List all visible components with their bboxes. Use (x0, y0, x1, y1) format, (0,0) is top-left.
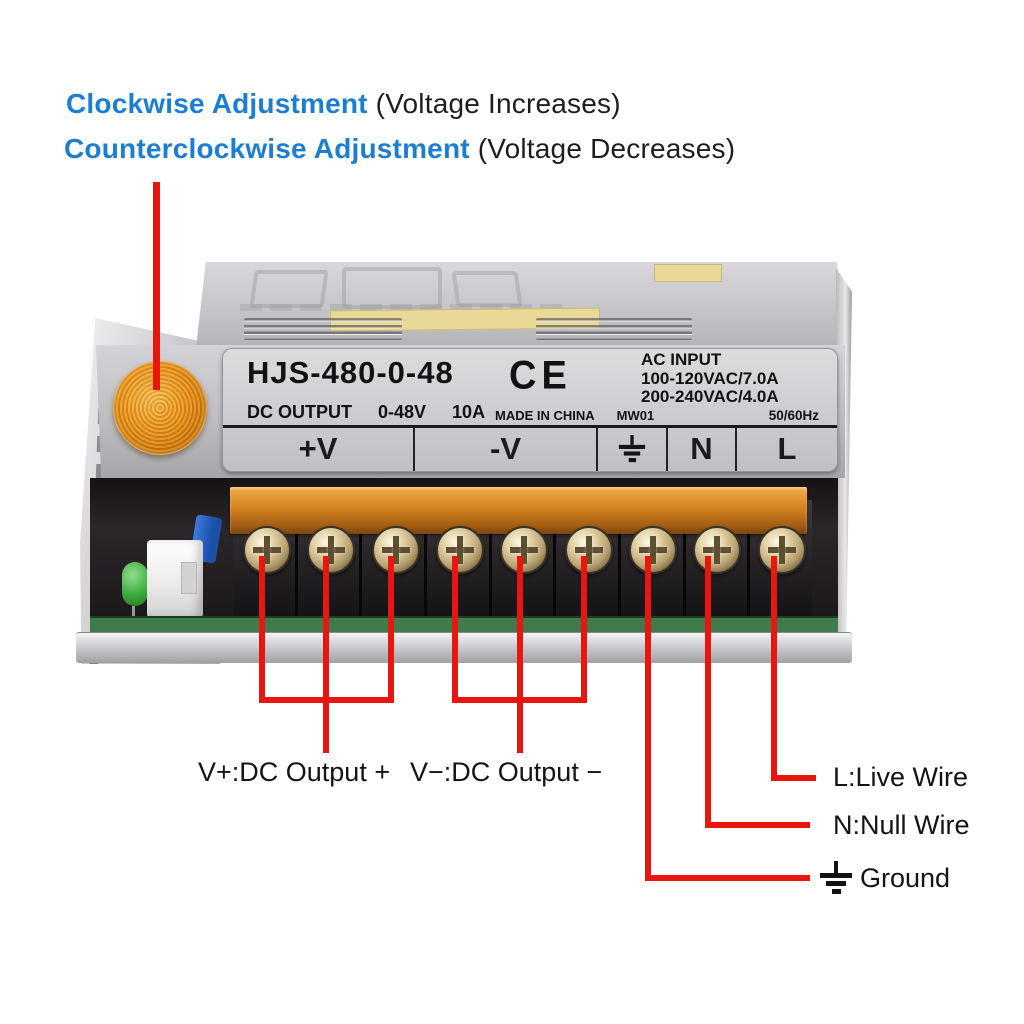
counterclockwise-note: (Voltage Decreases) (469, 133, 736, 164)
model-number: HJS-480-0-48 (247, 355, 454, 390)
terminal-screw-4 (436, 526, 484, 574)
nameplate: HJS-480-0-48 DC OUTPUT 0-48V 10A MADE IN C… (222, 348, 838, 472)
null-wire-callout: N:Null Wire (833, 810, 970, 840)
pointer-line-terminal-1 (259, 556, 265, 703)
pointer-line-live (771, 556, 777, 781)
embossed-logo-shape (249, 270, 329, 308)
terminal-screw-6 (565, 526, 613, 574)
ground-horizontal-line (645, 875, 810, 881)
vent-slots-left (244, 318, 402, 340)
white-connector (147, 540, 203, 618)
terminal-screw-9 (758, 526, 806, 574)
terminal-label-ground (596, 427, 666, 471)
vplus-text: +V (298, 431, 338, 467)
terminal-label-live: L (735, 427, 837, 471)
terminal-label-vplus: +V (223, 428, 413, 472)
pointer-line-terminal-6 (581, 556, 587, 703)
top-corner-sticker (654, 264, 722, 282)
vent-slots-right (536, 318, 692, 340)
vminus-callout: V−:DC Output − (410, 757, 603, 787)
ac-input-line1: 100-120VAC/7.0A (641, 368, 779, 388)
null-horizontal-line (705, 822, 810, 828)
dc-output-label: DC OUTPUT (247, 402, 352, 422)
terminal-screw-1 (243, 526, 291, 574)
pointer-line-terminal-4 (452, 556, 458, 703)
clockwise-adjustment-label: Clockwise Adjustment (66, 88, 368, 119)
counterclockwise-adjustment-label: Counterclockwise Adjustment (64, 133, 470, 164)
embossed-text-line (240, 304, 570, 311)
dc-output-range: 0-48V (378, 402, 427, 422)
terminal-screw-8 (693, 526, 741, 574)
ground-callout: Ground (860, 863, 951, 893)
made-in-china-label: MADE IN CHINA (495, 408, 595, 423)
ground-symbol-icon (618, 435, 646, 463)
live-horizontal-line (771, 775, 816, 781)
embossed-logo-shape (342, 267, 442, 309)
ac-input-frequency: 50/60Hz (768, 407, 819, 423)
psu-top-face (196, 262, 846, 348)
nameplate-separator (223, 425, 837, 428)
terminal-screw-2 (307, 526, 355, 574)
ac-input-line2: 200-240VAC/4.0A (641, 387, 779, 406)
l-text: L (777, 431, 797, 467)
mw01-code: MW01 (616, 408, 655, 423)
terminal-label-vminus: -V (413, 427, 596, 471)
terminal-label-row: +V -V N L (223, 427, 837, 472)
terminal-screw-5 (500, 526, 548, 574)
pointer-line-knob (153, 182, 160, 390)
live-wire-callout: L:Live Wire (833, 762, 969, 792)
n-text: N (690, 431, 713, 467)
clockwise-note: (Voltage Increases) (367, 88, 621, 119)
green-led (122, 562, 148, 620)
origin-line: MADE IN CHINA MW01 (495, 408, 654, 423)
psu-bottom-rail (76, 632, 852, 663)
heading-clockwise: Clockwise Adjustment (Voltage Increases) (66, 88, 621, 120)
ac-input-block: AC INPUT 100-120VAC/7.0A 200-240VAC/4.0A… (641, 350, 819, 425)
terminal-label-null: N (666, 427, 735, 471)
pointer-line-terminal-5 (517, 556, 523, 703)
terminal-screw-7 (629, 526, 677, 574)
vplus-drop-line (323, 697, 329, 753)
pointer-line-terminal-3 (388, 556, 394, 703)
vminus-text: -V (490, 431, 521, 467)
terminal-screw-3 (372, 526, 420, 574)
vplus-callout: V+:DC Output + (198, 757, 391, 787)
heading-counterclockwise: Counterclockwise Adjustment (Voltage Dec… (64, 133, 735, 165)
pointer-line-ground (645, 556, 651, 881)
vminus-drop-line (517, 697, 523, 753)
pointer-line-null (705, 556, 711, 828)
pointer-line-terminal-2 (323, 556, 329, 703)
voltage-adjustment-knob (113, 361, 207, 455)
embossed-logo-shape (451, 271, 523, 307)
dc-output-line: DC OUTPUT 0-48V 10A (247, 402, 485, 423)
ac-input-title: AC INPUT (641, 350, 722, 369)
dc-output-current: 10A (452, 402, 486, 422)
ce-mark: CE (509, 353, 572, 399)
pcb-edge (90, 616, 838, 636)
